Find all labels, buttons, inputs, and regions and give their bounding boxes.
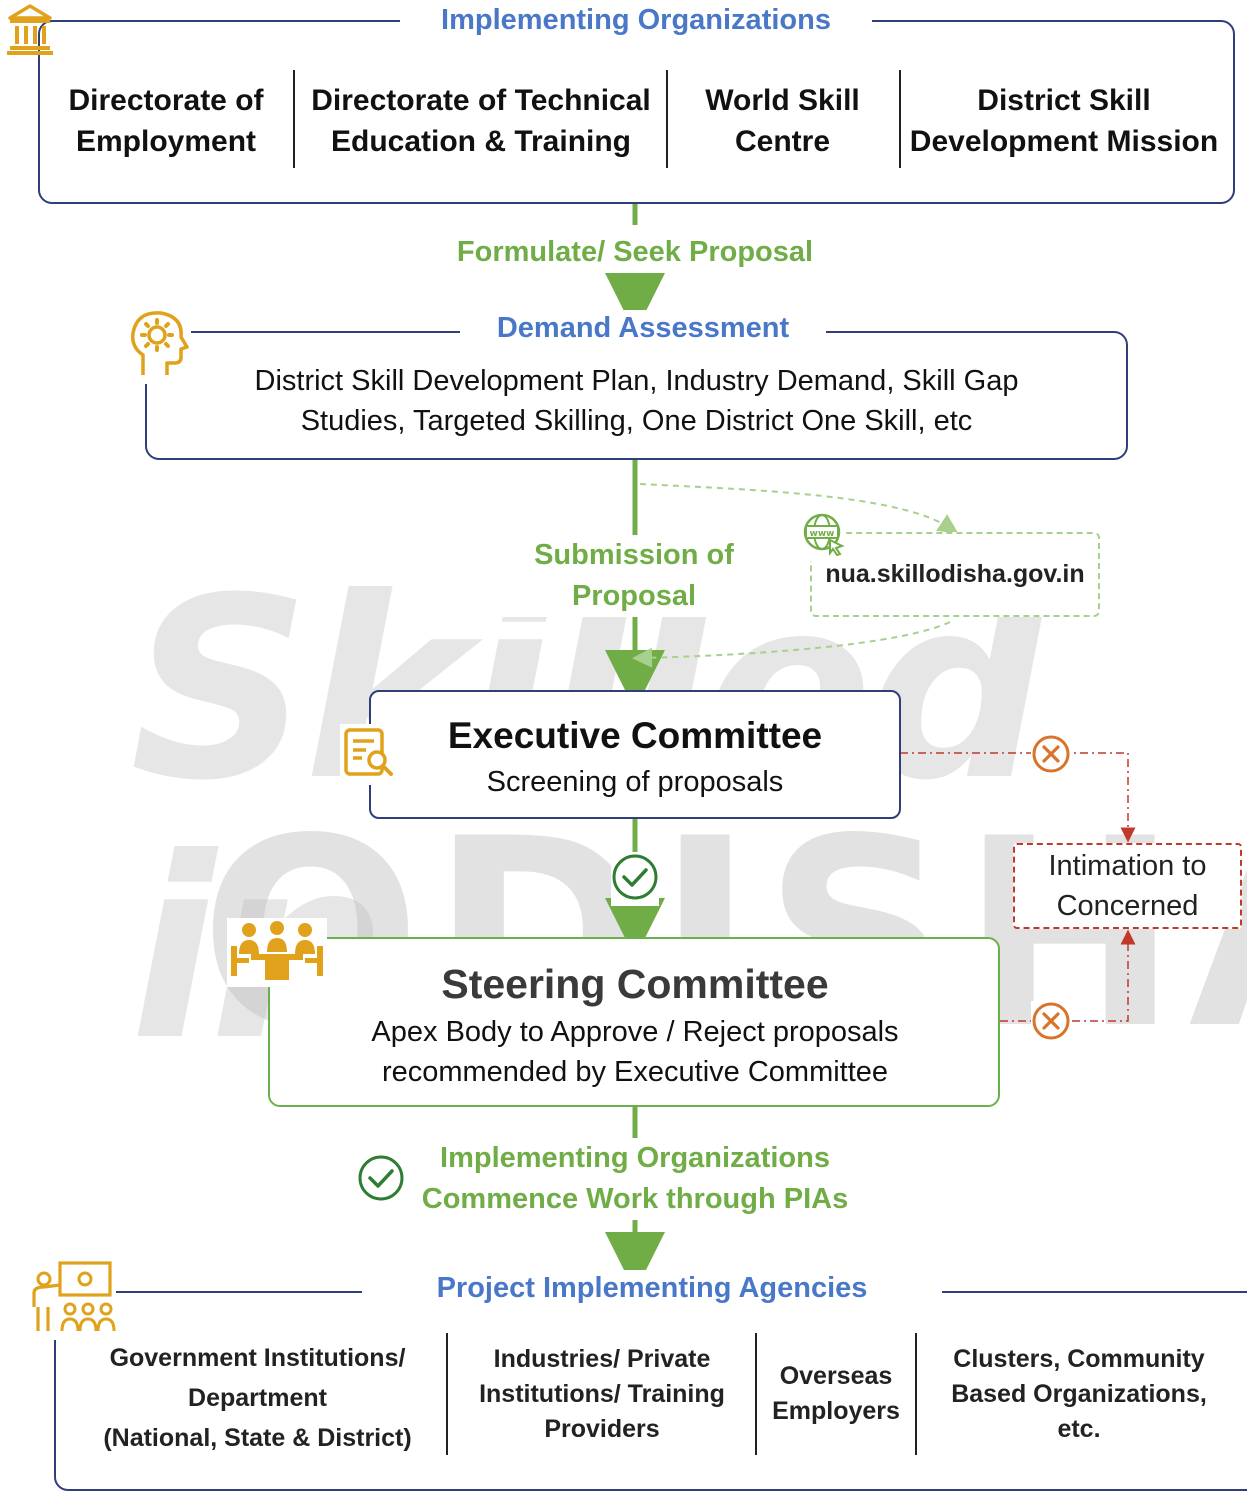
formulate-seek-proposal-label: Formulate/ Seek Proposal — [420, 232, 850, 273]
check-circle-icon — [611, 853, 659, 906]
head-gear-icon — [127, 309, 191, 384]
cross-circle-icon — [1031, 1001, 1071, 1046]
implementing-organizations-title: Implementing Organizations — [400, 2, 872, 38]
commence-line1: Implementing Organizations — [440, 1142, 830, 1174]
pia-title: Project Implementing Agencies — [362, 1270, 942, 1306]
demand-assessment-box — [145, 331, 1128, 460]
presentation-team-icon — [30, 1259, 116, 1340]
executive-committee-box — [369, 690, 901, 819]
pia-clusters-community: Clusters, Community Based Organizations,… — [920, 1341, 1238, 1447]
commence-work-label: Implementing Organizations Commence Work… — [405, 1138, 865, 1220]
intimation-line1: Intimation to — [1048, 850, 1207, 882]
submission-line2: Proposal — [571, 580, 697, 612]
org-divider — [293, 70, 295, 168]
bank-icon — [6, 3, 54, 62]
pia-box — [54, 1291, 1247, 1491]
pia-item-line: (National, State & District) — [103, 1424, 412, 1452]
pia-item-line: Employers — [772, 1397, 900, 1425]
org-directorate-technical-education: Directorate of Technical Education & Tra… — [311, 84, 651, 158]
portal-box[interactable] — [810, 532, 1100, 617]
submission-line1: Submission of — [534, 539, 734, 571]
org-district-skill-development-mission: District Skill Development Mission — [909, 84, 1219, 158]
demand-assessment-line2: Studies, Targeted Skilling, One District… — [300, 405, 973, 437]
pia-industries-private: Industries/ Private Institutions/ Traini… — [452, 1341, 752, 1447]
pia-divider — [915, 1333, 917, 1455]
pia-item-line: Institutions/ Training — [479, 1379, 725, 1408]
executive-committee-subtitle: Screening of proposals — [486, 766, 784, 798]
steering-committee-line1: Apex Body to Approve / Reject proposals — [371, 1016, 899, 1048]
pia-item-line: Clusters, Community — [953, 1344, 1205, 1373]
demand-assessment-line1: District Skill Development Plan, Industr… — [254, 365, 1019, 397]
steering-committee-title: Steering Committee — [441, 961, 829, 1007]
document-search-icon — [340, 724, 396, 785]
pia-item-line: Department — [188, 1384, 327, 1412]
meeting-table-icon — [227, 918, 327, 987]
pia-divider — [446, 1333, 448, 1455]
globe-cursor-icon: www — [802, 512, 846, 561]
pia-item-line: etc. — [1057, 1414, 1101, 1443]
org-world-skill-centre: World Skill Centre — [705, 84, 860, 158]
pia-item-line: Overseas — [779, 1362, 893, 1390]
svg-text:www: www — [810, 529, 835, 539]
org-divider — [899, 70, 901, 168]
commence-line2: Commence Work through PIAs — [421, 1183, 849, 1215]
org-divider — [666, 70, 668, 168]
steering-committee-line2: recommended by Executive Committee — [381, 1056, 889, 1088]
executive-committee-title: Executive Committee — [447, 715, 823, 756]
pia-item-line: Industries/ Private — [493, 1344, 711, 1373]
intimation-line2: Concerned — [1056, 890, 1199, 922]
cross-circle-icon — [1031, 734, 1071, 779]
org-directorate-employment: Directorate of Employment — [68, 84, 264, 158]
submission-of-proposal-label: Submission of Proposal — [478, 535, 790, 617]
pia-government-institutions: Government Institutions/ Department (Nat… — [70, 1338, 445, 1458]
portal-url[interactable]: nua.skillodisha.gov.in — [825, 560, 1085, 588]
pia-item-line: Government Institutions/ — [109, 1344, 406, 1372]
check-circle-icon — [357, 1154, 405, 1207]
pia-item-line: Providers — [544, 1414, 660, 1443]
pia-divider — [755, 1333, 757, 1455]
implementing-organizations-box — [38, 20, 1235, 204]
steering-committee-box — [268, 937, 1000, 1107]
demand-assessment-title: Demand Assessment — [460, 310, 826, 346]
intimation-box — [1013, 843, 1242, 929]
pia-item-line: Based Organizations, — [951, 1379, 1207, 1408]
pia-overseas-employers: Overseas Employers — [760, 1341, 912, 1447]
